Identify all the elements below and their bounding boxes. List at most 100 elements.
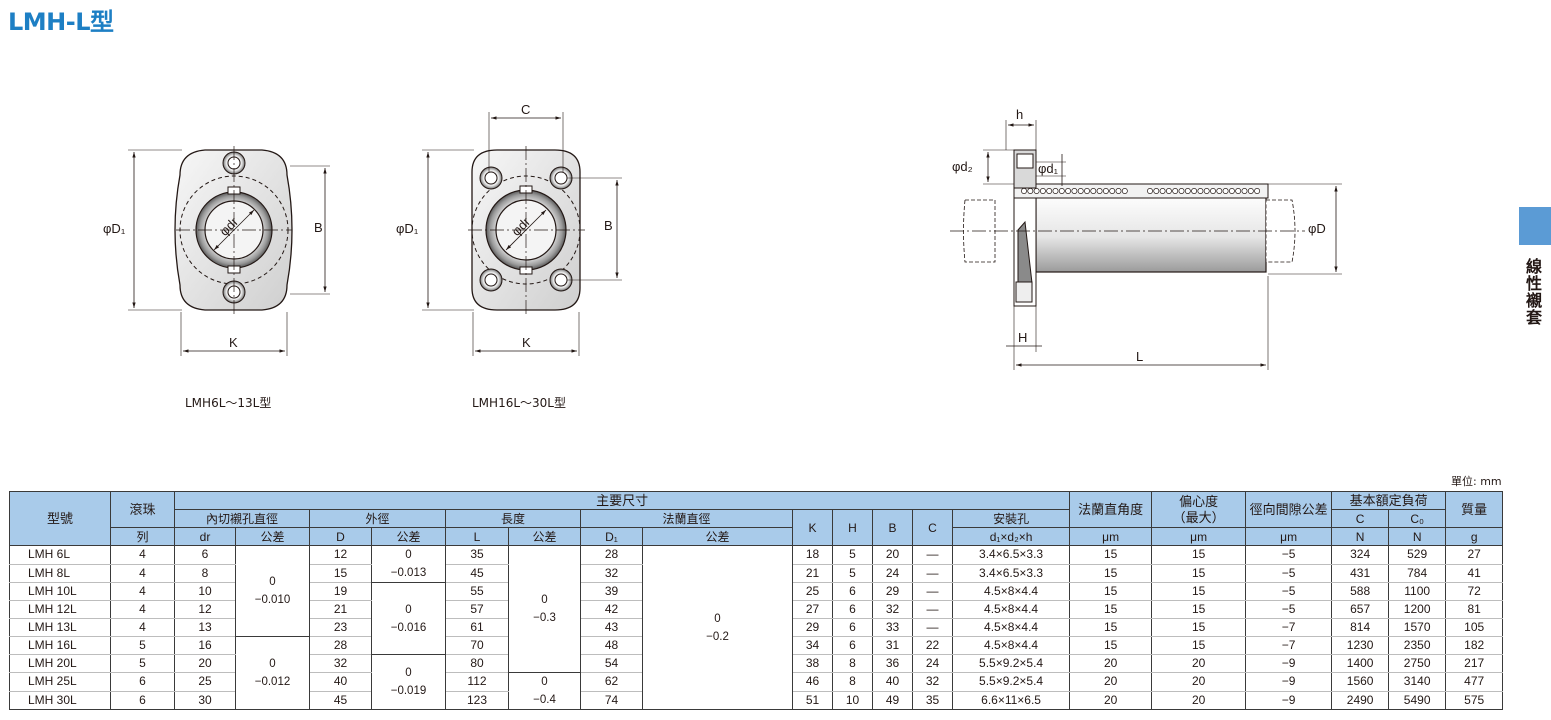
- cell-ecc: 15: [1151, 600, 1247, 619]
- unit-label: 單位: mm: [1451, 475, 1502, 488]
- eccentric-sub: （最大）: [1172, 509, 1225, 525]
- cell-l: 112: [445, 672, 509, 692]
- cell-k: 25: [792, 582, 833, 601]
- cell-c: —: [912, 564, 953, 583]
- ball: [1033, 188, 1040, 194]
- cell-mass: 72: [1445, 582, 1504, 601]
- col-dr: dr: [174, 527, 236, 546]
- cell-cdyn: 2490: [1331, 691, 1390, 710]
- cell-k: 18: [792, 545, 833, 565]
- h-small-label: h: [1016, 107, 1023, 122]
- cell-d1: 48: [580, 636, 643, 655]
- tolerance-lower: −0.019: [390, 685, 427, 697]
- cell-cstat: 1200: [1388, 600, 1447, 619]
- cell-perp: 15: [1069, 618, 1153, 637]
- cell-d: 32: [309, 654, 372, 673]
- tolerance-d1: 0−0.2: [642, 545, 793, 710]
- cell-k: 51: [792, 691, 833, 710]
- technical-drawings: φdr φD₁ B K LMH6L～13L型: [103, 102, 1342, 410]
- col-l-tol: 公差: [508, 527, 581, 546]
- cell-cstat: 5490: [1388, 691, 1447, 710]
- d1-label-large: φD₁: [396, 221, 419, 236]
- cell-d1: 54: [580, 654, 643, 673]
- cell-d: 15: [309, 564, 372, 583]
- ball: [1102, 188, 1109, 194]
- cell-balls: 5: [110, 654, 175, 673]
- cell-mass: 27: [1445, 545, 1504, 565]
- cell-c: —: [912, 582, 953, 601]
- cell-mount: 3.4×6.5×3.3: [951, 564, 1071, 583]
- cell-b: 24: [872, 564, 913, 583]
- col-main-dims: 主要尺寸: [173, 491, 1071, 510]
- b-label-small: B: [314, 220, 323, 235]
- cell-h: 6: [832, 636, 873, 655]
- cell-mass: 182: [1445, 636, 1504, 655]
- cell-b: 33: [872, 618, 913, 637]
- cell-cdyn: 431: [1331, 564, 1390, 583]
- cell-cstat: 1100: [1388, 582, 1447, 601]
- ball: [1065, 188, 1072, 194]
- cell-mount: 5.5×9.2×5.4: [951, 654, 1071, 673]
- cell-perp: 20: [1069, 654, 1153, 673]
- mount-holes-large: [479, 166, 573, 292]
- cell-d1: 39: [580, 582, 643, 601]
- cell-d: 40: [309, 672, 372, 692]
- cell-c: —: [912, 545, 953, 565]
- ball: [1153, 188, 1160, 194]
- ball: [1115, 188, 1122, 194]
- ball: [1109, 188, 1116, 194]
- b-label-large: B: [604, 218, 613, 233]
- cell-balls: 4: [110, 582, 175, 601]
- col-mount-hole-sub: d₁×d₂×h: [951, 527, 1071, 546]
- col-d1-tol: 公差: [642, 527, 793, 546]
- col-mass-unit: g: [1445, 527, 1504, 546]
- col-c-stat: C₀: [1388, 509, 1447, 528]
- ball: [1235, 188, 1242, 194]
- cell-model: LMH 8L: [9, 564, 111, 583]
- cell-ecc: 20: [1151, 672, 1247, 692]
- cell-clr: −7: [1245, 618, 1333, 637]
- cell-cstat: 1570: [1388, 618, 1447, 637]
- d-label-side: φD: [1308, 221, 1326, 236]
- cell-dr: 30: [174, 691, 236, 710]
- tolerance-upper: 0: [269, 658, 276, 670]
- cell-d: 12: [309, 545, 372, 565]
- cell-c: 24: [912, 654, 953, 673]
- cell-clr: −5: [1245, 545, 1333, 565]
- cell-dr: 13: [174, 618, 236, 637]
- cell-perp: 15: [1069, 545, 1153, 565]
- col-length: 長度: [445, 509, 581, 528]
- ball: [1228, 188, 1235, 194]
- cell-k: 46: [792, 672, 833, 692]
- cell-ecc: 15: [1151, 582, 1247, 601]
- cell-b: 20: [872, 545, 913, 565]
- col-perp-unit: μm: [1069, 527, 1153, 546]
- page-title: LMH-L型: [8, 8, 114, 36]
- cell-d1: 42: [580, 600, 643, 619]
- col-flange-perp: 法蘭直角度: [1069, 491, 1153, 528]
- cell-ecc: 15: [1151, 545, 1247, 565]
- cell-balls: 6: [110, 691, 175, 710]
- tolerance-upper: 0: [405, 549, 412, 561]
- cell-l: 123: [445, 691, 509, 710]
- cell-clr: −5: [1245, 564, 1333, 583]
- ball: [1121, 188, 1128, 194]
- ball: [1241, 188, 1248, 194]
- cell-cdyn: 814: [1331, 618, 1390, 637]
- section-tab[interactable]: [1519, 207, 1551, 245]
- col-b: B: [872, 509, 913, 546]
- spec-table: 型號 滾珠 主要尺寸 法蘭直角度 偏心度（最大） 徑向間隙公差 基本額定負荷 質…: [9, 491, 1504, 710]
- cell-clr: −9: [1245, 672, 1333, 692]
- cell-l: 61: [445, 618, 509, 637]
- l-label: L: [1136, 349, 1143, 364]
- cell-k: 38: [792, 654, 833, 673]
- cell-d1: 74: [580, 691, 643, 710]
- cell-perp: 20: [1069, 691, 1153, 710]
- cell-k: 21: [792, 564, 833, 583]
- tolerance-d: 0−0.016: [371, 582, 446, 655]
